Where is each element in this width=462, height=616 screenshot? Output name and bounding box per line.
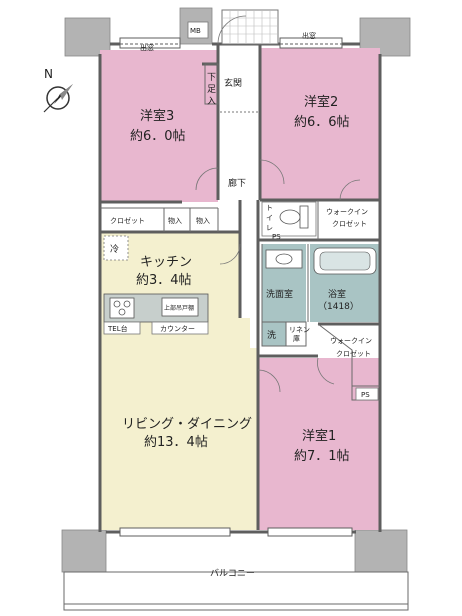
hallway-label: 廊下 [228,177,246,189]
washer-floor [262,322,286,346]
washroom-name: 洗面室 [266,288,293,300]
tel-stand [103,321,141,335]
bath-name: 浴室 [328,288,346,300]
door-swings [195,159,361,393]
bedroom2-name: 洋室2 [304,94,338,110]
bedroom1-name: 洋室1 [302,428,336,444]
mb-label: MB [190,27,201,35]
getabako-label-1: 下 [207,73,216,83]
balcony-windows [119,527,353,537]
bedroom2-floor [260,48,380,200]
door-swing-icon [217,15,247,45]
sink-icon [265,249,303,269]
bathtub-icon [313,247,377,275]
bedroom3-size: 約6．0帖 [130,129,186,144]
toilet-label-3: レ [266,224,273,232]
bedroom3-lower-floor [100,165,218,202]
bath-size: （1418） [318,301,359,312]
toilet-icon [279,205,309,229]
bedroom1-size: 約7．1帖 [294,449,350,464]
compass-icon [43,84,73,113]
entrance-tile-area [221,9,279,45]
stove-icon [109,297,135,319]
storage1-label: 物入 [168,216,182,225]
bay-window-right-label: 出窓 [302,31,316,40]
wic1-label-1: ウォークイン [326,208,368,216]
bedroom1-notch [258,358,380,400]
fridge-box [103,235,129,261]
kitchen-upper-cabinet-label: 上部吊戸棚 [164,304,194,312]
ps2-box [355,387,379,401]
linen-label-2: 庫 [293,334,300,343]
kitchen-name: キッチン [140,255,192,270]
fridge-label: 冷 [110,243,119,255]
washer-label: 洗 [267,329,276,341]
linen-label-1: リネン [289,326,310,334]
ps2-label: PS [361,391,370,399]
storage2-label: 物入 [196,216,210,225]
living-size: 約13．4帖 [144,435,208,450]
mb-box [187,21,209,39]
toilet-label-2: イ [266,214,273,222]
getabako-label-3: 入 [207,96,216,107]
counter-label: カウンター [160,324,195,333]
wic2-label-1: ウォークイン [330,337,372,345]
compass-north-label: N [44,67,53,81]
kitchen-size: 約3．4帖 [136,273,192,288]
bedroom2-size: 約6．6帖 [294,115,350,130]
ps1-label: PS [272,233,281,241]
bay-windows [119,37,343,49]
wic2-label-2: クロゼット [336,349,371,358]
bedroom3-name: 洋室3 [140,108,174,124]
living-name: リビング・ダイニング [122,417,252,432]
getabako-label-2: 足 [207,84,216,95]
balcony-label: バルコニー [210,568,255,579]
tel-stand-label: TEL台 [107,324,128,333]
genkan-label: 玄関 [224,77,242,89]
wic1-label-2: クロゼット [332,219,367,228]
toilet-label-1: ト [266,204,273,212]
kitchen-sink [161,297,199,317]
closet-label: クロゼット [110,216,145,225]
bay-window-left-label: 出窓 [140,43,154,52]
counter-box [151,321,209,335]
